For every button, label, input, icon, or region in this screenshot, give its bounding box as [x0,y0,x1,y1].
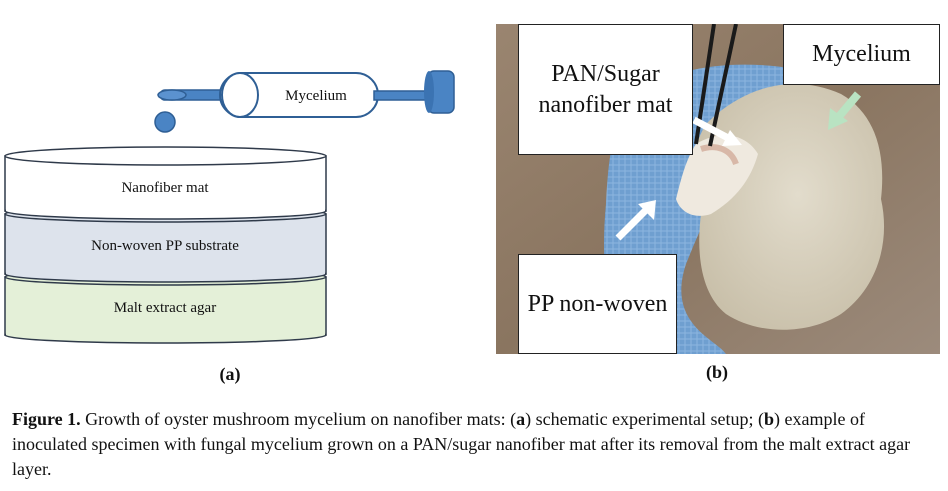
callout-pan-sugar-text: PAN/Sugar nanofiber mat [538,60,673,118]
callout-mycelium-text: Mycelium [812,41,911,67]
syringe-label: Mycelium [285,88,347,104]
arrow-pan-sugar-icon [692,116,742,146]
nanofiber-label: Nanofiber mat [121,180,209,196]
specimen-photo: PAN/Sugar nanofiber mat Mycelium PP non-… [496,24,940,354]
callout-pp-nonwoven: PP non-woven [518,254,677,354]
callout-mycelium: Mycelium [783,24,940,85]
agar-label: Malt extract agar [114,300,216,316]
panel-label-a: (a) [220,364,241,385]
substrate-label: Non-woven PP substrate [91,238,239,254]
needle-tip [157,89,187,101]
caption-a-label: a [516,409,526,429]
caption-b-label: b [764,409,775,429]
pan-sugar-fold [700,144,739,166]
caption-figure-label: Figure 1. [12,409,81,429]
arrow-mycelium-icon [828,91,862,130]
layer-nanofiber [4,146,327,220]
caption-intro: Growth of oyster mushroom mycelium on na… [80,409,517,429]
caption-b-text: ) example of inoculated specimen with fu… [12,409,911,479]
panel-label-b: (b) [706,362,728,382]
caption-a-text: ) schematic experimental setup; ( [525,409,764,429]
droplet-icon [154,111,176,133]
tweezer-right [708,24,738,147]
pan-sugar-mat [676,135,758,216]
arrow-pp-nonwoven-icon [615,200,656,241]
syringe-icon [154,70,455,133]
callout-pan-sugar: PAN/Sugar nanofiber mat [518,24,693,155]
callout-pp-nonwoven-text: PP non-woven [527,290,668,317]
schematic-setup-diagram: Mycelium Malt extract agar Non-woven PP … [4,70,455,385]
plunger-head-edge [424,71,434,113]
barrel-front [221,72,259,118]
figure-caption: Figure 1. Growth of oyster mushroom myce… [12,407,940,482]
